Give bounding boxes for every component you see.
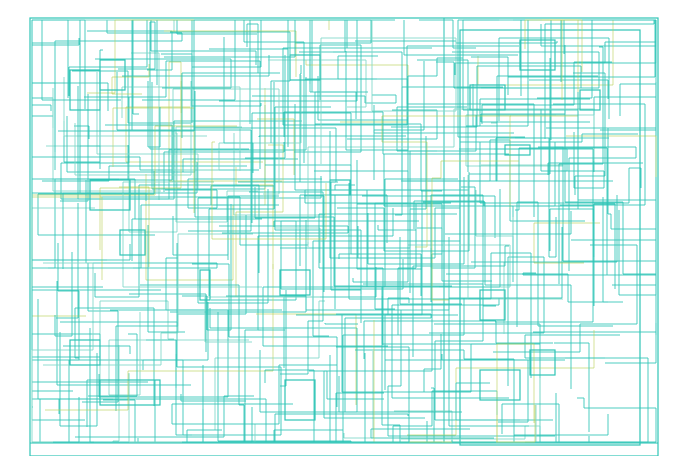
wire-layer	[31, 19, 657, 443]
right-panel-frame	[459, 29, 641, 446]
component-block	[119, 229, 146, 256]
component-block	[519, 39, 556, 71]
component-block	[329, 179, 351, 196]
component-block	[579, 89, 601, 111]
component-block	[289, 54, 321, 81]
component-block	[284, 379, 316, 421]
component-block	[69, 339, 101, 366]
component-block	[529, 349, 556, 376]
component-block	[504, 144, 531, 156]
component-block	[99, 59, 126, 91]
outer-frame	[29, 17, 659, 456]
component-block	[279, 269, 311, 296]
component-block	[199, 269, 211, 301]
component-block	[89, 179, 131, 211]
component-block	[469, 84, 506, 111]
component-block	[479, 369, 521, 401]
component-block	[479, 289, 506, 321]
component-block	[99, 379, 161, 406]
diagram-frames	[29, 17, 659, 456]
